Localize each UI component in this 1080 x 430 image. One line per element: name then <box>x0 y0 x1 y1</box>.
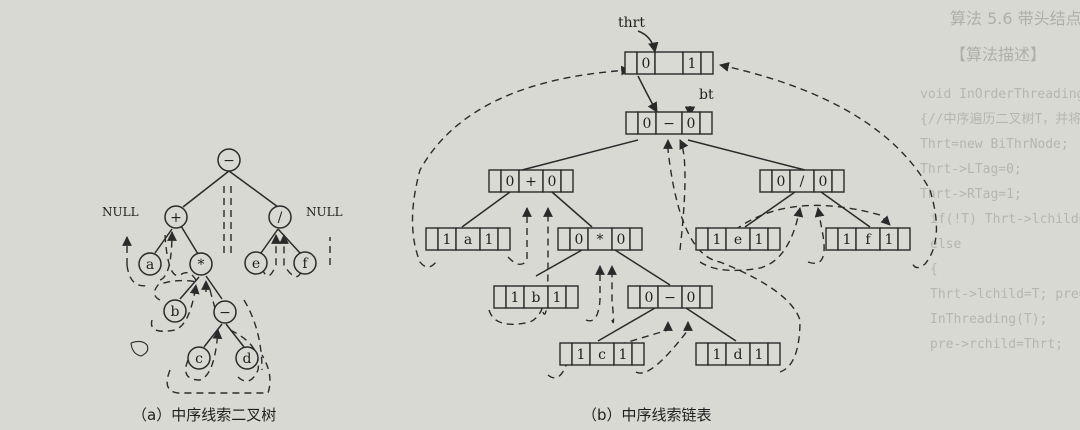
tree-a: NULL NULL − + / a * e f <box>102 148 343 424</box>
bg-bracket-label: 【算法描述】 <box>950 45 1046 64</box>
list-node-plus-field: 0 <box>506 174 515 190</box>
bg-code-line: pre->rchild=Thrt; <box>930 337 1063 352</box>
tree-node-d: d <box>235 346 259 370</box>
list-node-star-field: 0 <box>617 232 626 248</box>
svg-text:/: / <box>278 210 283 226</box>
list-node-slash-field: / <box>800 174 805 190</box>
svg-text:+: + <box>170 210 182 226</box>
list-node-c-field: 1 <box>577 347 586 363</box>
list-node-f-field: 1 <box>885 232 894 248</box>
svg-text:c: c <box>195 351 203 367</box>
list-node-root-field: 0 <box>687 116 696 132</box>
list-node-minus2-field: 0 <box>645 290 654 306</box>
tree-node-star: * <box>189 252 213 276</box>
list-node-e-field: e <box>734 232 742 248</box>
svg-text:a: a <box>146 257 154 273</box>
list-node-f-field: f <box>865 232 872 248</box>
bg-code-line: if(!T) Thrt->lchild=Thrt; <box>930 212 1080 227</box>
bt-label: bt <box>699 87 714 103</box>
list-node-star: 0 * 0 <box>557 227 643 251</box>
tree-node-a: a <box>138 252 162 276</box>
caption-a: （a）中序线索二叉树 <box>132 406 276 424</box>
svg-text:f: f <box>302 256 309 272</box>
tree-node-slash: / <box>268 205 292 229</box>
bg-code-line: Thrt->RTag=1; <box>920 187 1022 202</box>
list-node-plus-field: 0 <box>548 174 557 190</box>
tree-node-f: f <box>293 251 317 275</box>
list-node-root-field: − <box>663 116 675 132</box>
list-node-e-field: 1 <box>713 232 722 248</box>
list-node-b-field: 1 <box>511 290 520 306</box>
list-node-minus2: 0−0 <box>627 285 713 309</box>
list-node-minus2-field: − <box>664 290 676 306</box>
background-text: 算法 5.6 带头结点的中序线索化 【算法描述】 void InOrderThr… <box>920 9 1080 352</box>
list-node-header-field: 1 <box>688 56 697 72</box>
list-node-a-field: a <box>464 232 472 248</box>
svg-text:d: d <box>243 351 252 367</box>
list-node-e-field: 1 <box>755 232 764 248</box>
list-node-plus-field: + <box>525 174 537 190</box>
list-node-f-field: 1 <box>843 232 852 248</box>
list-node-b-field: 1 <box>553 290 562 306</box>
list-node-c-field: 1 <box>619 347 628 363</box>
svg-text:−: − <box>223 153 235 169</box>
thrt-label: thrt <box>618 15 645 31</box>
null-left-label: NULL <box>102 205 139 219</box>
list-node-header-field: 0 <box>642 56 651 72</box>
list-node-b-field: b <box>532 290 541 306</box>
bg-code-line: Thrt=new BiThrNode; <box>920 137 1069 152</box>
bg-code-line: InThreading(T); <box>930 312 1047 327</box>
tree-node-c: c <box>187 346 211 370</box>
bg-code-line: void InOrderThreading(BiThrTree &Thrt,Bi… <box>920 87 1080 102</box>
bg-code-block: void InOrderThreading(BiThrTree &Thrt,Bi… <box>920 87 1080 352</box>
list-node-minus2-field: 0 <box>687 290 696 306</box>
list-node-star-field: 0 <box>575 232 584 248</box>
list-node-slash: 0 / 0 <box>759 169 845 193</box>
list-node-star-field: * <box>597 232 604 248</box>
list-node-d-field: 1 <box>755 347 764 363</box>
list-node-plus: 0 +0 <box>488 169 574 193</box>
svg-text:−: − <box>219 305 231 321</box>
tree-node-minus-inner: − <box>213 300 237 324</box>
tree-node-b: b <box>163 299 187 323</box>
tree-node-e: e <box>244 251 268 275</box>
caption-b: （b）中序线索链表 <box>582 406 712 424</box>
svg-text:*: * <box>198 257 205 273</box>
list-node-c-field: c <box>598 347 606 363</box>
bg-code-line: else <box>930 237 961 252</box>
svg-text:b: b <box>171 304 180 320</box>
null-right-label: NULL <box>306 205 343 219</box>
list-node-slash-field: 0 <box>777 174 786 190</box>
list-node-a-field: 1 <box>485 232 494 248</box>
bg-code-line: Thrt->lchild=T; pre=Thrt; <box>930 287 1080 302</box>
list-node-a-field: 1 <box>443 232 452 248</box>
bg-heading: 算法 5.6 带头结点的中序线索化 <box>950 9 1080 28</box>
tree-node-minus-root: − <box>217 148 241 172</box>
list-node-slash-field: 0 <box>819 174 828 190</box>
list-node-d-field: d <box>734 347 743 363</box>
list-node-root-field: 0 <box>643 116 652 132</box>
list-node-root: 0−0 <box>625 111 713 135</box>
svg-text:e: e <box>252 256 260 272</box>
tree-node-plus: + <box>164 205 188 229</box>
bg-code-line: {//中序遍历二叉树T，并将其中序线索化，Thrt指向头结点 <box>920 111 1080 127</box>
bg-code-line: Thrt->LTag=0; <box>920 162 1022 177</box>
list-node-d-field: 1 <box>713 347 722 363</box>
bg-code-line: { <box>930 262 938 277</box>
